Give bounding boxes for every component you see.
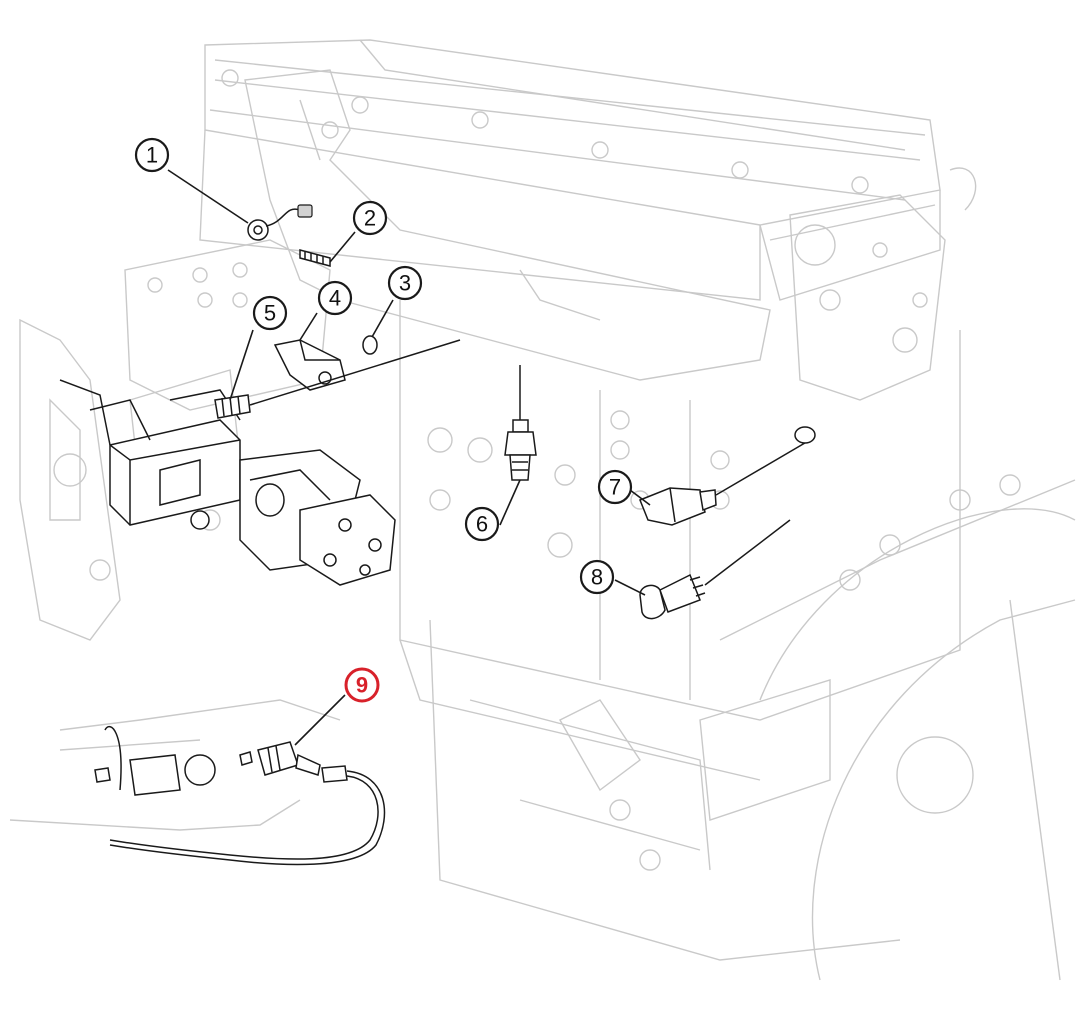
leader-7 bbox=[629, 489, 651, 506]
callout-2: 2 bbox=[352, 200, 388, 236]
callout-3: 3 bbox=[387, 265, 423, 301]
leader-4 bbox=[299, 312, 318, 341]
leader-2 bbox=[329, 231, 356, 263]
leader-lines bbox=[167, 169, 651, 746]
callout-label: 6 bbox=[476, 512, 488, 537]
callout-7: 7 bbox=[597, 469, 633, 505]
leader-5 bbox=[229, 329, 254, 401]
part-9-inset bbox=[9, 699, 386, 866]
part-5-long-bolt bbox=[214, 339, 461, 419]
part-7-sender bbox=[639, 426, 816, 526]
part-6-sensor bbox=[504, 365, 537, 481]
callout-6: 6 bbox=[464, 506, 500, 542]
part-8-switch bbox=[639, 519, 791, 620]
callout-5: 5 bbox=[252, 295, 288, 331]
leader-9 bbox=[294, 694, 346, 746]
engine-block-outline bbox=[19, 39, 1076, 981]
callout-4: 4 bbox=[317, 280, 353, 316]
callout-label: 1 bbox=[146, 143, 158, 168]
callout-label: 2 bbox=[364, 206, 376, 231]
callout-1: 1 bbox=[134, 137, 170, 173]
callout-label: 5 bbox=[264, 301, 276, 326]
callout-label: 4 bbox=[329, 286, 341, 311]
part-4-bracket bbox=[273, 339, 346, 391]
leader-8 bbox=[614, 579, 646, 596]
callout-label: 7 bbox=[609, 475, 621, 500]
callout-9: 9 bbox=[344, 667, 380, 703]
callout-label: 9 bbox=[356, 673, 368, 698]
leader-3 bbox=[371, 299, 394, 338]
part-2-bolt bbox=[299, 249, 331, 267]
leader-6 bbox=[499, 479, 521, 526]
callout-label: 3 bbox=[399, 271, 411, 296]
leader-1 bbox=[167, 169, 249, 224]
injection-pump bbox=[59, 379, 396, 586]
callout-label: 8 bbox=[591, 565, 603, 590]
part-3-o-ring bbox=[362, 335, 378, 355]
part-1-ring-terminal bbox=[247, 204, 313, 241]
callout-8: 8 bbox=[579, 559, 615, 595]
